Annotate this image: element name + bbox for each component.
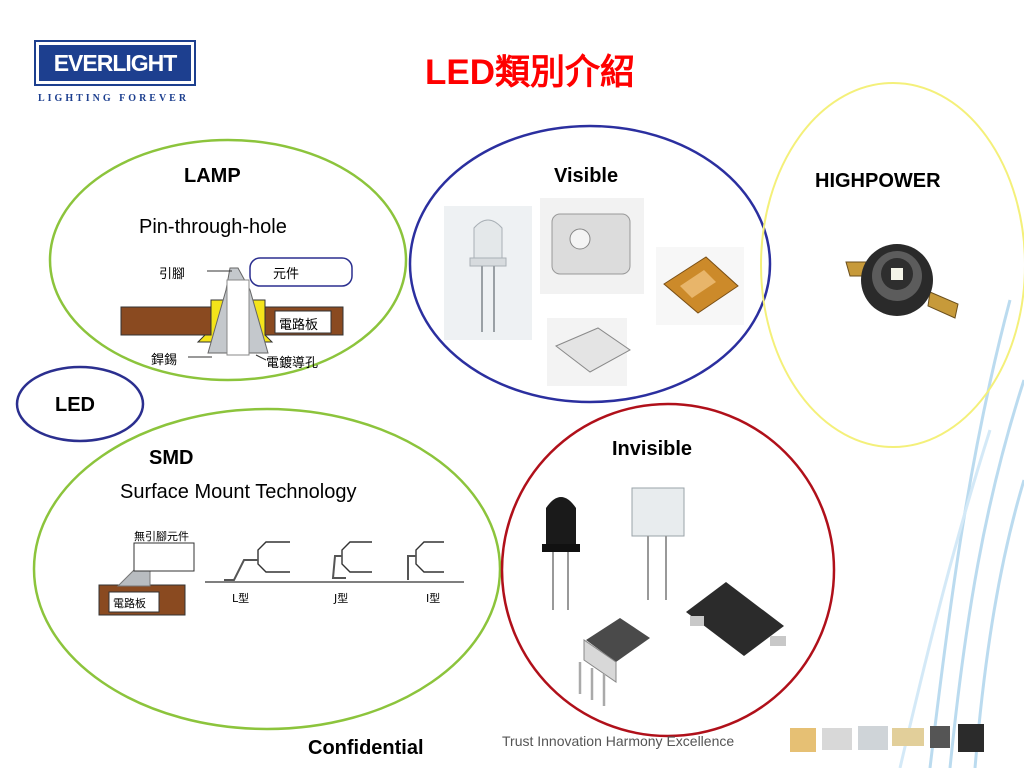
led-label: LED bbox=[55, 394, 95, 416]
pcb-left bbox=[120, 306, 212, 336]
component-label: 元件 bbox=[273, 267, 300, 282]
led-circle bbox=[15, 365, 145, 443]
solder-label: 銲錫 bbox=[151, 353, 178, 368]
smd-pcb-label: 電路板 bbox=[113, 597, 146, 610]
decorative-streaks bbox=[898, 299, 1024, 768]
lead-hole bbox=[226, 279, 250, 356]
lamp-circle bbox=[48, 138, 408, 382]
i-type-label: I型 bbox=[426, 592, 441, 605]
pcb-label-box bbox=[274, 310, 332, 334]
highpower-product bbox=[845, 244, 959, 319]
component-label-box bbox=[249, 257, 353, 287]
smd-diagram bbox=[98, 541, 464, 616]
confidential-label: Confidential bbox=[308, 737, 424, 759]
lamp-diagram bbox=[120, 257, 353, 361]
smd-heading: SMD bbox=[149, 447, 194, 469]
lamp-heading: LAMP bbox=[184, 165, 241, 187]
invisible-heading: Invisible bbox=[612, 438, 693, 460]
invisible-circle bbox=[500, 402, 836, 738]
leadless-component-label: 無引腳元件 bbox=[134, 530, 189, 543]
visible-circle bbox=[408, 124, 772, 404]
smd-subtitle: Surface Mount Technology bbox=[120, 481, 357, 503]
smd-circle bbox=[32, 407, 502, 731]
l-type-label: L型 bbox=[232, 592, 250, 605]
lead-label: 引腳 bbox=[159, 267, 186, 282]
footer-slogan: Trust Innovation Harmony Excellence bbox=[502, 733, 735, 749]
j-type-label: J型 bbox=[334, 592, 349, 605]
pcb-label: 電路板 bbox=[279, 318, 319, 333]
footer-thumbnails bbox=[790, 724, 984, 752]
highpower-heading: HIGHPOWER bbox=[815, 170, 941, 192]
logo-tagline: LIGHTING FOREVER bbox=[38, 93, 190, 104]
lamp-subtitle: Pin-through-hole bbox=[139, 216, 287, 238]
visible-products bbox=[444, 198, 744, 386]
visible-heading: Visible bbox=[554, 165, 619, 187]
everlight-logo: EVERLIGHT bbox=[34, 40, 196, 86]
logo-brand: EVERLIGHT bbox=[39, 45, 191, 81]
plated-hole-label: 電鍍導孔 bbox=[266, 356, 319, 371]
highpower-circle bbox=[760, 82, 1024, 448]
page-title: LED類別介紹 bbox=[425, 53, 636, 92]
invisible-products bbox=[542, 487, 786, 706]
